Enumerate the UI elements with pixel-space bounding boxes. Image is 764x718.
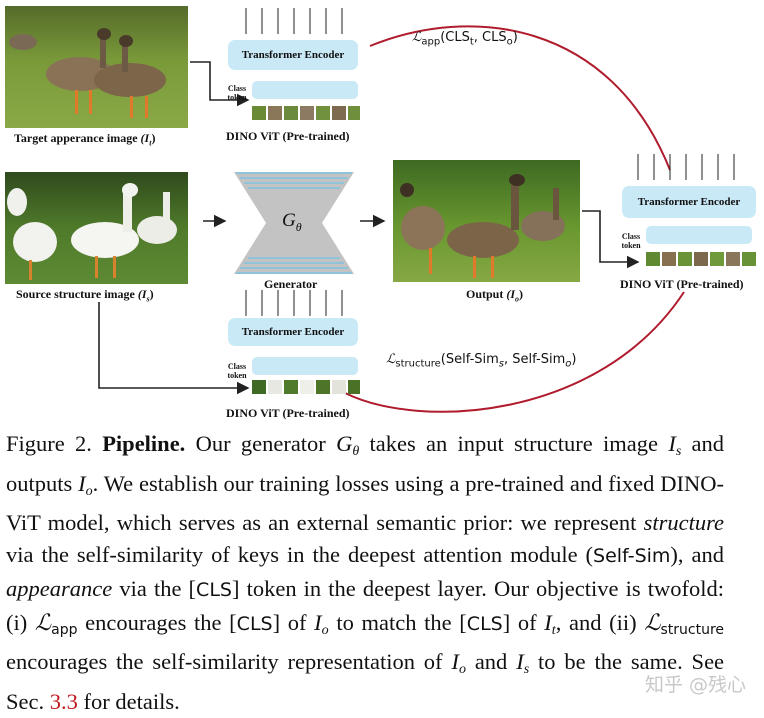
generator-symbol: Gθ (282, 210, 302, 234)
figure-caption: Figure 2. Pipeline. Our generator Gθ tak… (6, 431, 725, 714)
dino-label-right: DINO ViT (Pre-trained) (620, 277, 744, 291)
pipeline-figure: Target apperance image (It) Source struc… (5, 6, 756, 420)
class-token-label-bottom: Class token (227, 362, 247, 380)
loss-structure-label: ℒstructure(Self-Sims, Self-Simo) (386, 352, 577, 370)
loss-app-label: ℒapp(CLSt, CLSo) (412, 30, 518, 48)
dino-label-top: DINO ViT (Pre-trained) (226, 129, 350, 143)
generator-shape (234, 172, 354, 274)
encoder-bottom-ticks (245, 290, 343, 316)
patch-tokens-top (252, 106, 360, 120)
dino-label-bottom: DINO ViT (Pre-trained) (226, 406, 350, 420)
source-image-label: Source structure image (Is) (16, 287, 154, 304)
transformer-encoder-bottom: Transformer Encoder (228, 318, 358, 346)
token-bar-right (646, 226, 752, 244)
section-reference-link[interactable]: 3.3 (49, 688, 78, 714)
output-image (393, 160, 580, 282)
patch-tokens-right (646, 252, 756, 266)
class-token-label-top: Class token (227, 84, 247, 102)
geese-brown-illustration (9, 28, 166, 118)
generator-label: Generator (264, 277, 318, 291)
geese-white-illustration (7, 183, 177, 280)
token-bar-bottom (252, 357, 358, 375)
target-appearance-image (5, 6, 188, 128)
watermark: 知乎 @残心 (644, 674, 746, 696)
connections-layer (98, 25, 685, 413)
transformer-encoder-right: Transformer Encoder (622, 186, 756, 218)
class-token-label-right: Class token (621, 232, 641, 250)
encoder-top-ticks (245, 8, 343, 34)
transformer-encoder-top: Transformer Encoder (228, 40, 358, 70)
token-bar-top (252, 81, 358, 99)
geese-output-illustration (400, 174, 565, 278)
encoder-right-ticks (637, 154, 735, 180)
source-structure-image (5, 172, 188, 284)
output-image-label: Output (Io) (466, 287, 524, 304)
patch-tokens-bottom (252, 380, 360, 394)
target-image-label: Target apperance image (It) (14, 131, 156, 148)
